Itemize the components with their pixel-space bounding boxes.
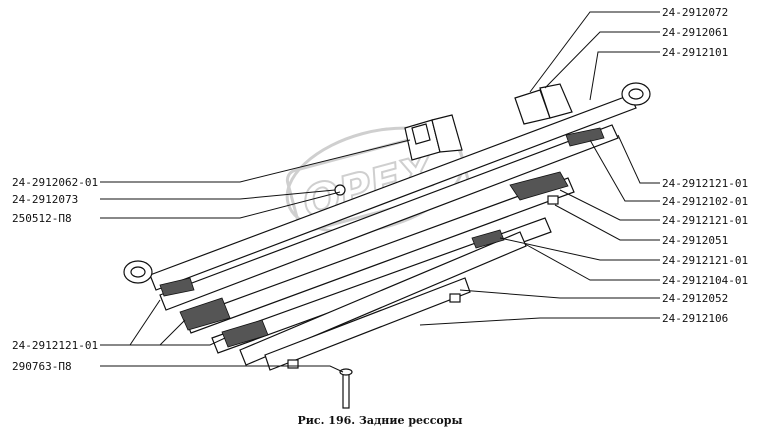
- pad-3: [221, 319, 269, 348]
- pad-5: [565, 127, 605, 147]
- clamp-right: [514, 83, 573, 125]
- center-bolt: [339, 368, 353, 409]
- bolt-clip-3: [547, 195, 559, 205]
- leaf-5: [239, 231, 527, 366]
- leaf-4: [211, 217, 552, 354]
- clamp-left: [404, 114, 463, 161]
- center-nut: [334, 184, 346, 196]
- label-24-2912073: 24-2912073: [12, 193, 78, 206]
- leaders-right: [419, 11, 660, 326]
- figure-caption: Рис. 196. Задние рессоры: [298, 414, 463, 427]
- label-24-2912062-01: 24-2912062-01: [12, 176, 98, 189]
- label-24-2912104-01: 24-2912104-01: [662, 274, 748, 287]
- labels-right: 24-2912072 24-2912061 24-2912101 24-2912…: [662, 6, 748, 325]
- label-24-2912106: 24-2912106: [662, 312, 728, 325]
- labels-left: 24-2912062-01 24-2912073 250512-П8 24-29…: [12, 176, 98, 373]
- label-290763-p8: 290763-П8: [12, 360, 72, 373]
- pad-4: [471, 229, 505, 249]
- label-24-2912102-01: 24-2912102-01: [662, 195, 748, 208]
- label-250512-p8: 250512-П8: [12, 212, 72, 225]
- label-24-2912121-01-left: 24-2912121-01: [12, 339, 98, 352]
- label-24-2912121-01-b: 24-2912121-01: [662, 214, 748, 227]
- main-leaf: [123, 82, 651, 291]
- leaf-6: [264, 277, 471, 371]
- leaders-left: [100, 139, 411, 373]
- leaf-2: [159, 124, 619, 311]
- label-24-2912121-01-c: 24-2912121-01: [662, 254, 748, 267]
- bolt-clip-1: [449, 293, 461, 303]
- label-24-2912052: 24-2912052: [662, 292, 728, 305]
- pad-2: [179, 297, 231, 331]
- label-24-2912061: 24-2912061: [662, 26, 728, 39]
- pad-6: [159, 277, 195, 297]
- pad-1: [509, 171, 569, 201]
- label-24-2912121-01-a: 24-2912121-01: [662, 177, 748, 190]
- label-24-2912101: 24-2912101: [662, 46, 728, 59]
- bolt-clip-2: [287, 359, 299, 369]
- label-24-2912051: 24-2912051: [662, 234, 728, 247]
- label-24-2912072: 24-2912072: [662, 6, 728, 19]
